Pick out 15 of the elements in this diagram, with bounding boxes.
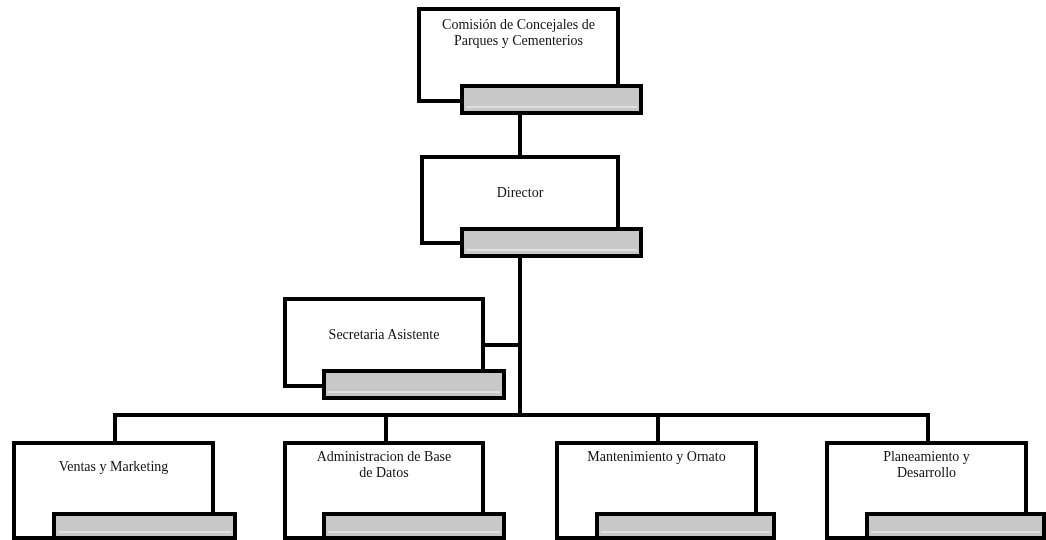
org-box	[555, 441, 776, 540]
org-box	[825, 441, 1046, 540]
org-box	[283, 297, 506, 400]
org-box	[417, 7, 643, 115]
org-box	[12, 441, 237, 540]
position-title: Mantenimiento y Ornato	[586, 449, 727, 465]
position-title: Administracion de Base de Datos	[315, 449, 453, 481]
position-title: Director	[495, 185, 545, 201]
position-title: Planeamiento y Desarrollo	[882, 449, 971, 481]
org-box	[420, 155, 643, 258]
position-title: Comisión de Concejales de Parques y Cementerios	[441, 17, 596, 49]
org-box	[283, 441, 506, 540]
connector-line	[518, 115, 522, 155]
position-title: Secretaria Asistente	[327, 327, 441, 343]
position-title: Ventas y Marketing	[57, 459, 170, 475]
